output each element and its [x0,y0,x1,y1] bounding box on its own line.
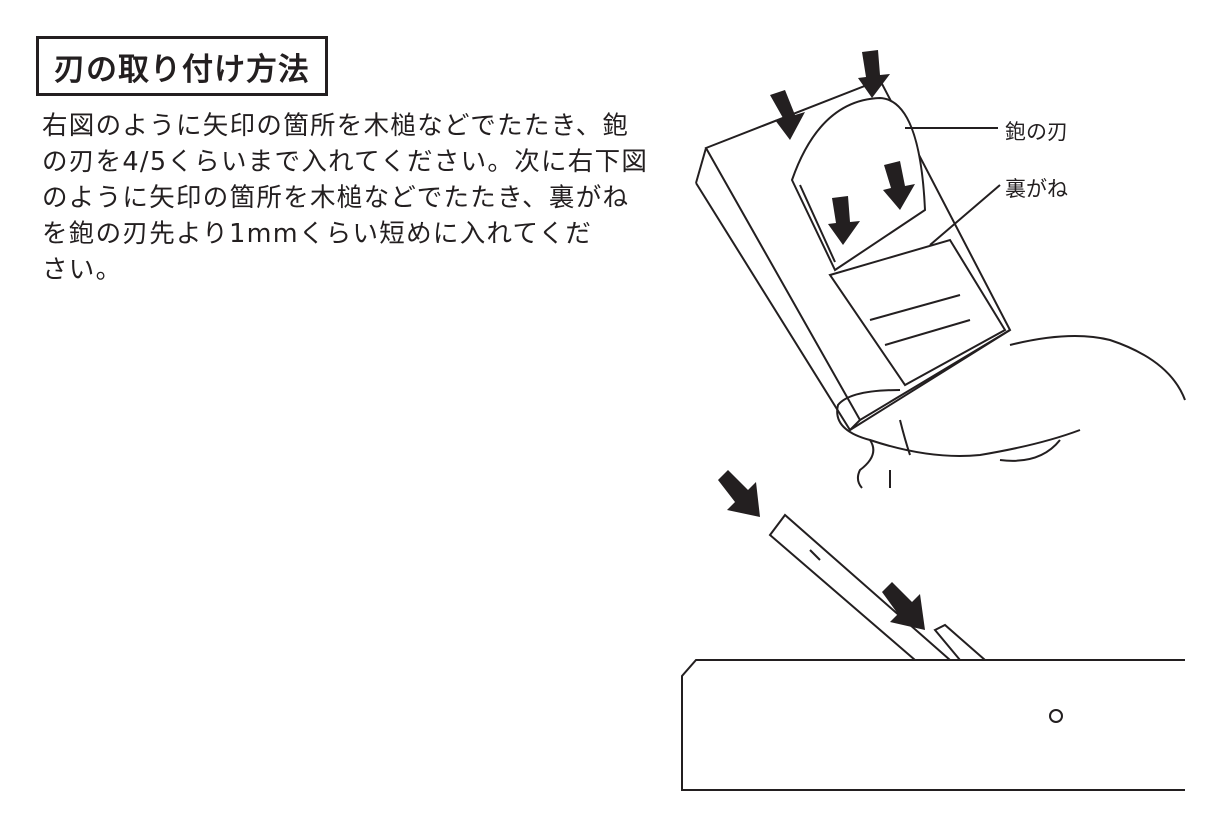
blade-label: 鉋の刃 [1005,120,1068,144]
back-iron-leader-line [929,184,1001,246]
blade-side-view [768,513,988,661]
plane-blade [790,96,927,272]
arrow-icons-bottom [718,470,925,630]
instruction-line: のように矢印の箇所を木槌などでたたき、裏がね [42,183,630,213]
hand [836,335,1186,489]
section-title-box: 刃の取り付け方法 [36,36,328,96]
back-iron-label: 裏がね [1005,177,1068,201]
instruction-line: の刃を4/5くらいまで入れてください。次に右下図 [42,147,649,177]
plane-body-side-view [681,659,1185,791]
arrow-icons-top [770,50,915,245]
instruction-line: を鉋の刃先より1mmくらい短めに入れてくだ [42,219,593,249]
instruction-line: さい。 [42,255,123,285]
section-title: 刃の取り付け方法 [54,51,310,88]
instruction-line: 右図のように矢印の箇所を木槌などでたたき、鉋 [42,111,630,141]
instruction-text: 右図のように矢印の箇所を木槌などでたたき、鉋 の刃を4/5くらいまで入れてくださ… [42,108,649,288]
